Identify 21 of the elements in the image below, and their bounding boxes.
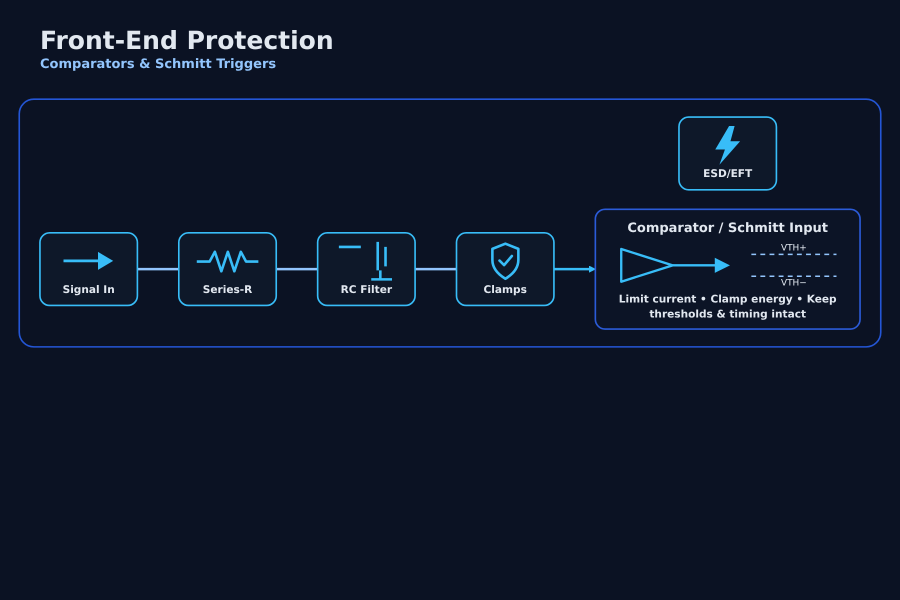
comparator-panel [594,208,861,330]
node-label: RC Filter [340,282,394,298]
arrow [554,266,596,273]
connector-line [276,268,318,270]
node-title: Comparator / Schmitt Input [626,218,830,238]
node-label: ESD/EFT [702,167,754,182]
threshold-label: VTH− [780,278,807,288]
stage-box [178,232,278,306]
diagram-title: Front-End Protection [40,26,334,56]
stage-box [316,232,416,306]
node-label: Signal In [62,282,116,298]
subtitle: Comparators & Schmitt Triggers [40,56,276,74]
stage-box [678,116,778,191]
threshold-label: VTH+ [780,242,807,254]
stage-box [456,232,555,306]
stage-box [39,232,138,306]
node-text: Limit current • Clamp energy • Keep thresholds & timing intact [618,293,838,322]
connector-line [137,268,179,270]
node-label: Series-R [202,282,254,298]
node-label: Clamps [482,282,528,298]
connector-line [415,268,456,270]
